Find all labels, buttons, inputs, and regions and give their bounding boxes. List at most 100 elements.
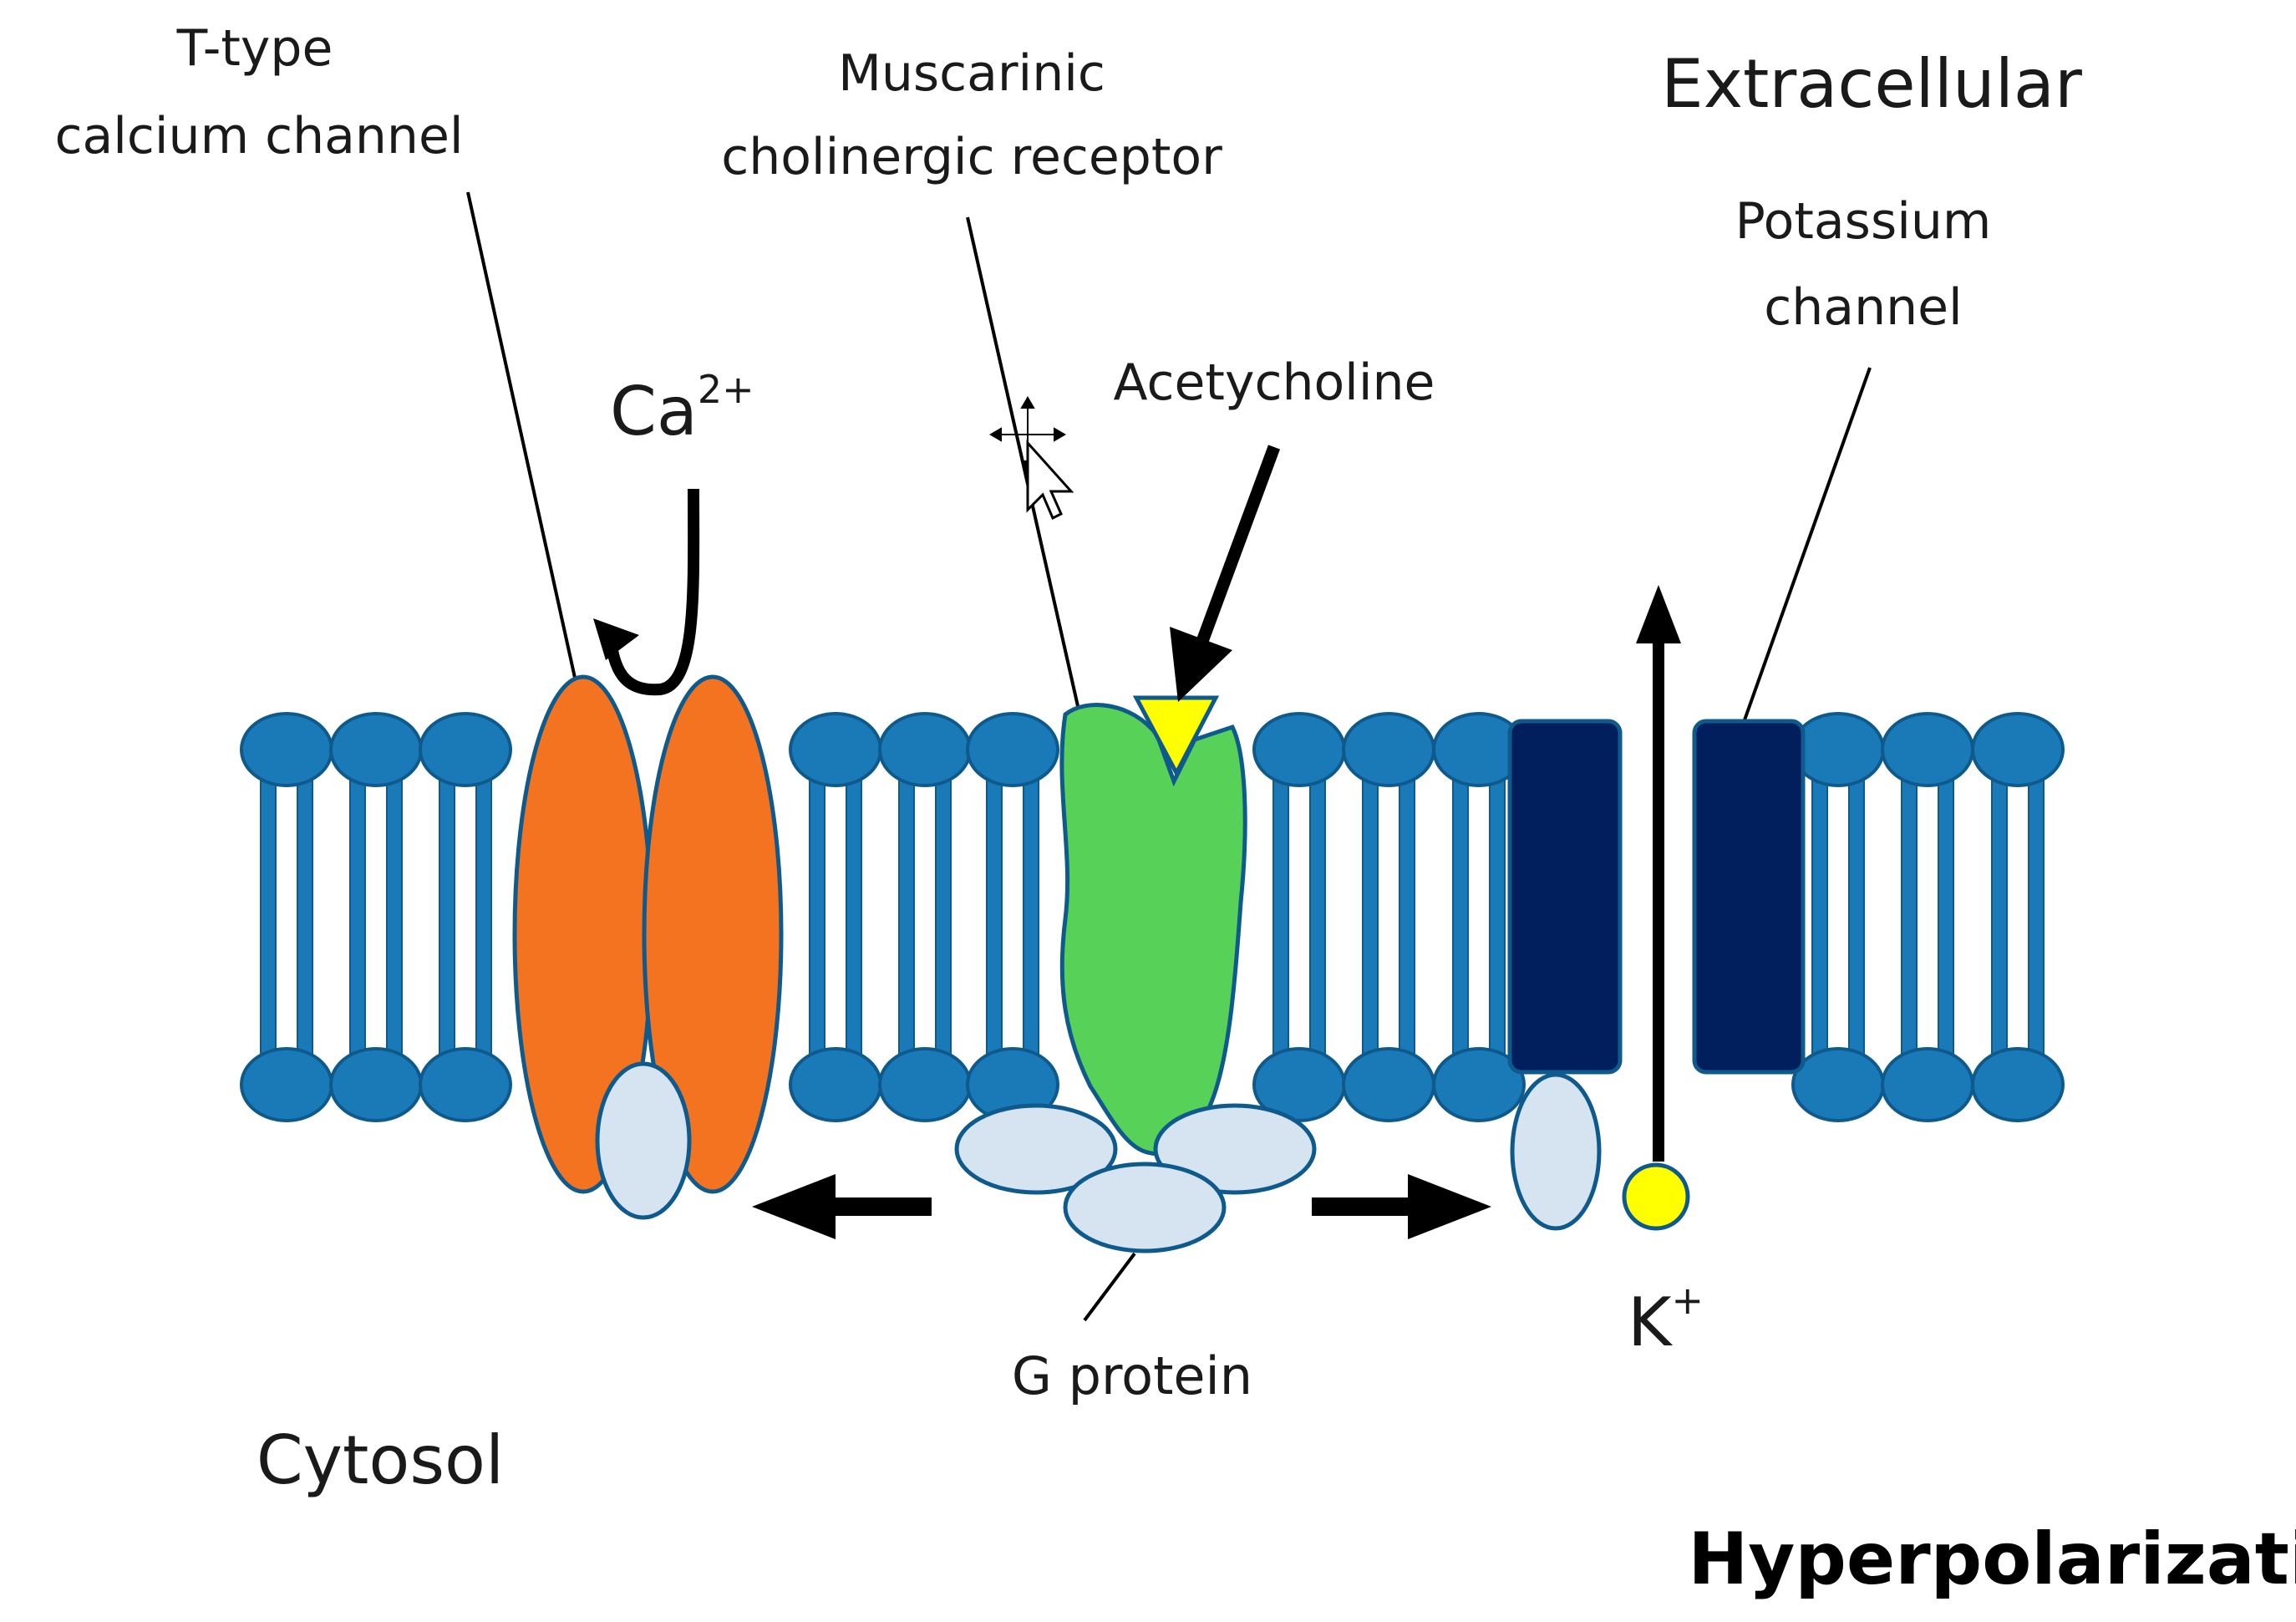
g-protein-label: G protein: [1012, 1345, 1252, 1406]
lipid-tail: [1901, 765, 1918, 1069]
phospholipid: [1971, 712, 2065, 1122]
g-protein-cluster: [954, 1103, 1317, 1253]
lipid-head: [1791, 712, 1885, 787]
t-type-pointer-line: [466, 191, 578, 686]
labels: T-type calcium channel Muscarinic cholin…: [54, 19, 2296, 1601]
lipid-tail: [386, 765, 403, 1069]
lipid-tail: [935, 765, 952, 1069]
potassium-charge: +: [1671, 1278, 1704, 1323]
lipid-tail: [1811, 765, 1828, 1069]
lipid-head: [878, 712, 972, 787]
calcium-charge: 2+: [698, 367, 754, 412]
lipid-head: [1971, 712, 2065, 787]
lipid-head: [1342, 712, 1435, 787]
lipid-tail: [1452, 765, 1469, 1069]
lipid-head: [1971, 1047, 2065, 1122]
calcium-symbol: Ca: [610, 373, 698, 450]
lipid-bilayer: [240, 712, 2065, 1122]
lipid-tail: [2028, 765, 2045, 1069]
lipid-head: [1432, 1047, 1526, 1122]
t-type-label-line1: T-type: [176, 19, 333, 78]
calcium-channel-subunit-right: [642, 674, 784, 1194]
lipid-head: [329, 712, 423, 787]
potassium-channel-right-subunit: [1692, 719, 1806, 1075]
lipid-tail: [809, 765, 825, 1069]
lipid-tail: [1023, 765, 1039, 1069]
lipid-tail: [1399, 765, 1415, 1069]
acetylcholine-arrow: [1170, 445, 1281, 702]
potassium-channel-g-protein-subunit: [1510, 1072, 1602, 1231]
lipid-tail: [1938, 765, 1954, 1069]
potassium-channel: [1507, 719, 1806, 1231]
acetylcholine-label: Acetycholine: [1114, 353, 1435, 412]
left-signal-arrow-head: [752, 1174, 836, 1239]
phospholipid: [329, 712, 423, 1122]
g-protein-subunit-bottom: [1063, 1162, 1227, 1253]
phospholipid: [1342, 712, 1435, 1122]
lipid-head: [1881, 712, 1974, 787]
lipid-tail: [1991, 765, 2008, 1069]
lipid-head: [240, 712, 333, 787]
phospholipid: [878, 712, 972, 1122]
g-protein-signal-arrows: [752, 1174, 1491, 1239]
lipid-tail: [260, 765, 277, 1069]
lipid-head: [240, 1047, 333, 1122]
lipid-head: [329, 1047, 423, 1122]
lipid-tail: [1848, 765, 1865, 1069]
t-type-calcium-channel: [512, 674, 784, 1220]
lipid-head: [966, 712, 1059, 787]
calcium-ion-label: Ca2+: [610, 367, 754, 450]
lipid-tail: [1309, 765, 1326, 1069]
extracellular-label: Extracellular: [1661, 45, 2082, 123]
lipid-tail: [846, 765, 862, 1069]
lipid-head: [1881, 1047, 1974, 1122]
lipid-tail: [475, 765, 492, 1069]
phospholipid: [1252, 712, 1346, 1122]
pointer-lines: [466, 191, 1872, 1322]
phospholipid: [419, 712, 512, 1122]
lipid-head: [789, 712, 882, 787]
potassium-ion: [1622, 1162, 1690, 1231]
lipid-tail: [439, 765, 455, 1069]
calcium-channel-g-protein-subunit: [595, 1061, 692, 1220]
hyperpolarization-label: Hyperpolarization: [1688, 1518, 2296, 1601]
lipid-tail: [349, 765, 366, 1069]
acetylcholine-ligand: [1132, 695, 1220, 778]
muscarinic-label-line1: Muscarinic: [838, 44, 1105, 103]
lipid-tail: [986, 765, 1003, 1069]
potassium-efflux-arrow: [1622, 585, 1690, 1231]
potassium-ion-label: K+: [1628, 1278, 1704, 1361]
phospholipid: [1791, 712, 1885, 1122]
move-cursor-icon: [989, 396, 1074, 521]
lipid-tail: [297, 765, 313, 1069]
potassium-symbol: K: [1628, 1284, 1674, 1361]
phospholipid: [966, 712, 1059, 1122]
potassium-channel-label-line2: channel: [1764, 278, 1962, 337]
lipid-head: [789, 1047, 882, 1122]
lipid-tail: [1362, 765, 1379, 1069]
potassium-pointer-line: [1740, 367, 1872, 728]
lipid-head: [1791, 1047, 1885, 1122]
lipid-head: [878, 1047, 972, 1122]
phospholipid: [789, 712, 882, 1122]
lipid-head: [1252, 712, 1346, 787]
lipid-tail: [1272, 765, 1289, 1069]
muscarinic-receptor: [1059, 695, 1247, 1156]
muscarinic-label-line2: cholinergic receptor: [721, 128, 1222, 186]
lipid-tail: [1489, 765, 1506, 1069]
phospholipid: [1432, 712, 1526, 1122]
g-protein-pointer-line: [1083, 1252, 1136, 1322]
cytosol-label: Cytosol: [257, 1421, 504, 1499]
right-signal-arrow-head: [1408, 1174, 1491, 1239]
phospholipid: [1881, 712, 1974, 1122]
t-type-label-line2: calcium channel: [54, 107, 463, 165]
calcium-flow-arrow: [593, 488, 700, 696]
lipid-tail: [898, 765, 915, 1069]
potassium-channel-left-subunit: [1507, 719, 1623, 1075]
potassium-channel-label-line1: Potassium: [1735, 192, 1992, 251]
lipid-head: [419, 1047, 512, 1122]
g-protein-subunit-left: [954, 1103, 1118, 1195]
phospholipid: [240, 712, 333, 1122]
g-protein-subunit-right: [1153, 1103, 1317, 1195]
